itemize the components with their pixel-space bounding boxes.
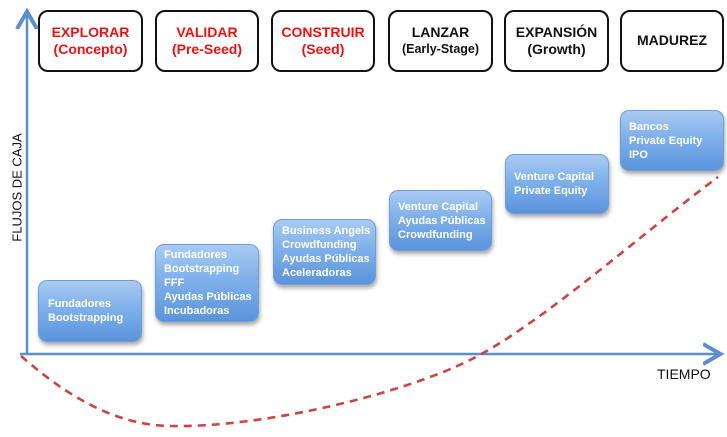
funding-box-lanzar: Venture Capital Ayudas Públicas Crowdfun… xyxy=(389,190,492,251)
stage-validar: VALIDAR (Pre-Seed) xyxy=(155,10,259,72)
stage-title: LANZAR xyxy=(411,24,470,41)
stage-subtitle: (Pre-Seed) xyxy=(171,41,243,57)
stage-title: MADUREZ xyxy=(637,32,707,49)
stage-subtitle: (Seed) xyxy=(301,41,345,57)
funding-item: Fundadores xyxy=(48,298,111,310)
funding-item: Venture Capital xyxy=(398,200,479,213)
funding-item: Ayudas Públicas xyxy=(164,291,252,303)
stage-construir: CONSTRUIR (Seed) xyxy=(271,10,375,72)
stage-title: CONSTRUIR xyxy=(281,23,365,40)
funding-item: Ayudas Públicas xyxy=(398,214,486,227)
funding-box-validar: Fundadores Bootstrapping FFF Ayudas Públ… xyxy=(155,244,259,322)
stage-title: EXPANSIÓN xyxy=(515,23,598,40)
stage-subtitle: (Concepto) xyxy=(53,41,128,57)
funding-item: Incubadoras xyxy=(164,305,230,317)
stage-title: VALIDAR xyxy=(176,23,238,40)
funding-box-expansion: Venture Capital Private Equity xyxy=(505,154,609,214)
funding-item: IPO xyxy=(629,148,648,161)
stage-title: EXPLORAR xyxy=(51,23,130,40)
stage-subtitle: (Early-Stage) xyxy=(401,41,480,56)
funding-item: Business Angels xyxy=(282,225,371,237)
stage-lanzar: LANZAR (Early-Stage) xyxy=(388,10,493,72)
funding-box-madurez: Bancos Private Equity IPO xyxy=(620,110,724,171)
y-axis-label: FLUJOS DE CAJA xyxy=(9,133,25,242)
funding-item: FFF xyxy=(164,277,185,289)
funding-item: Private Equity xyxy=(514,185,588,197)
funding-item: Fundadores xyxy=(164,249,227,261)
funding-item: Venture Capital xyxy=(514,171,595,183)
funding-item: Bancos xyxy=(629,120,669,133)
cash-flow-curve xyxy=(20,175,719,428)
funding-item: Crowdfunding xyxy=(398,228,473,241)
stage-subtitle: (Growth) xyxy=(527,41,586,57)
x-axis-label: TIEMPO xyxy=(657,366,711,382)
funding-item: Bootstrapping xyxy=(164,263,240,275)
stage-expansion: EXPANSIÓN (Growth) xyxy=(504,10,609,72)
funding-box-explorar: Fundadores Bootstrapping xyxy=(38,280,142,342)
funding-box-construir: Business Angels Crowdfunding Ayudas Públ… xyxy=(273,219,376,285)
funding-item: Private Equity xyxy=(629,134,703,147)
stage-explorar: EXPLORAR (Concepto) xyxy=(38,10,143,72)
funding-item: Crowdfunding xyxy=(282,239,357,251)
funding-item: Bootstrapping xyxy=(48,312,124,324)
funding-item: Ayudas Públicas xyxy=(282,253,370,265)
funding-item: Aceleradoras xyxy=(282,267,352,279)
stage-madurez: MADUREZ xyxy=(620,10,724,72)
